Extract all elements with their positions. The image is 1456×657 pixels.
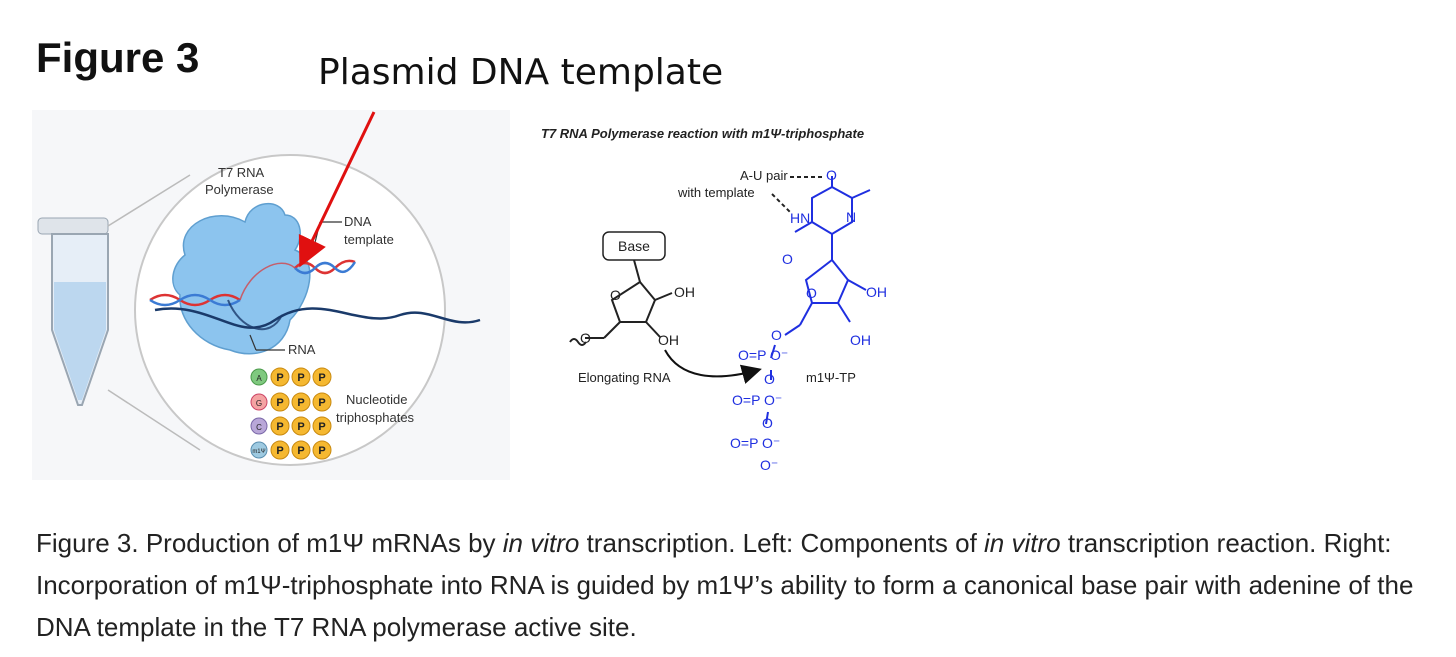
svg-text:O: O (782, 251, 793, 267)
ribose-black (569, 259, 673, 346)
svg-text:O=P: O=P (730, 435, 758, 451)
svg-text:HN: HN (790, 210, 810, 226)
svg-text:P: P (318, 421, 325, 433)
svg-text:P: P (318, 445, 325, 457)
svg-text:N: N (846, 209, 856, 225)
au-pair-label-2: with template (677, 185, 755, 200)
ntp-row-a: A P P P (250, 367, 332, 387)
svg-text:O: O (771, 327, 782, 343)
m1psi-structure (765, 176, 871, 425)
ribose-o: O (610, 287, 621, 303)
attack-arrow (664, 349, 762, 384)
rna-strand (154, 307, 481, 329)
svg-text:O: O (806, 285, 817, 301)
figure-diagram: T7 RNA Polymerase DNA template RNA A P P… (37, 111, 887, 473)
svg-text:O=P: O=P (738, 347, 766, 363)
rna-label: RNA (288, 342, 316, 357)
svg-text:P: P (297, 421, 304, 433)
au-pair-label-1: A-U pair (740, 168, 788, 183)
svg-text:P: P (297, 397, 304, 409)
ribose-o-5: O (580, 330, 591, 346)
svg-text:O⁻: O⁻ (764, 392, 782, 408)
svg-text:P: P (276, 445, 283, 457)
svg-text:P: P (318, 372, 325, 384)
ntp-row-g: G P P P (250, 392, 332, 412)
figure-label: Figure 3 (36, 34, 200, 81)
dna-strand-left (149, 293, 241, 307)
reaction-title: T7 RNA Polymerase reaction with m1Ψ-trip… (541, 126, 864, 141)
ntp-label-2: triphosphates (336, 410, 415, 425)
svg-text:P: P (276, 397, 283, 409)
ntp-row-m1psi: m1Ψ P P P (250, 440, 332, 460)
svg-text:P: P (276, 421, 283, 433)
dna-label-1: DNA (344, 214, 372, 229)
callout-arrow (298, 111, 376, 268)
svg-text:O⁻: O⁻ (770, 347, 788, 363)
base-box-label: Base (618, 238, 650, 254)
callout-label: Plasmid DNA template (318, 52, 724, 93)
svg-text:P: P (297, 445, 304, 457)
svg-text:O⁻: O⁻ (760, 457, 778, 473)
ntp-label-1: Nucleotide (346, 392, 407, 407)
t7-label-1: T7 RNA (218, 165, 265, 180)
elongating-label: Elongating RNA (578, 370, 671, 385)
svg-text:P: P (318, 397, 325, 409)
svg-text:OH: OH (866, 284, 887, 300)
svg-text:P: P (276, 372, 283, 384)
dna-label-2: template (344, 232, 394, 247)
figure-caption: Figure 3. Production of m1Ψ mRNAs by in … (36, 528, 1414, 642)
ribose-oh-1: OH (674, 284, 695, 300)
svg-text:O: O (826, 167, 837, 183)
svg-text:O: O (762, 415, 773, 431)
mtp-label: m1Ψ-TP (806, 370, 856, 385)
svg-text:O⁻: O⁻ (762, 435, 780, 451)
svg-text:OH: OH (850, 332, 871, 348)
svg-text:A: A (256, 374, 262, 383)
svg-text:O: O (764, 371, 775, 387)
svg-text:m1Ψ: m1Ψ (252, 449, 265, 455)
test-tube-icon (37, 217, 109, 406)
svg-text:P: P (297, 372, 304, 384)
m1psi-atoms: O HN N O O OH OH O O=P O⁻ O O=P O⁻ O O=P… (730, 167, 887, 473)
t7-label-2: Polymerase (205, 182, 274, 197)
svg-text:G: G (256, 399, 262, 408)
ntp-rows: A P P P G P P P C P P P m1Ψ P P P (250, 367, 332, 460)
ntp-row-c: C P P P (250, 416, 332, 436)
svg-text:C: C (256, 423, 262, 432)
svg-text:O=P: O=P (732, 392, 760, 408)
ribose-oh-2: OH (658, 332, 679, 348)
